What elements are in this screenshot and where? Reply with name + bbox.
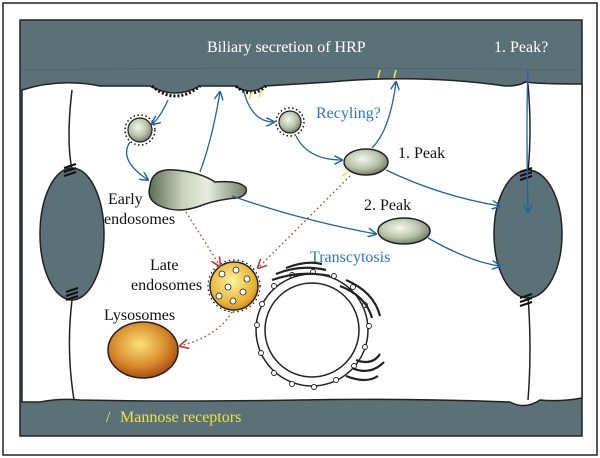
apical-receptor-marks bbox=[248, 69, 397, 100]
coated-vesicle-left-coat bbox=[124, 114, 156, 146]
arrow-early-to-peak2 bbox=[231, 195, 376, 234]
label-late-line1: Late bbox=[150, 257, 178, 274]
coated-vesicle-recycling-coat bbox=[275, 107, 305, 137]
late-endosome-intraluminal-vesicles bbox=[215, 266, 251, 305]
blue-arrows bbox=[125, 69, 528, 266]
label-early-line1: Early bbox=[108, 191, 143, 208]
late-endosome-coat bbox=[207, 259, 261, 313]
right-lateral-membrane bbox=[527, 83, 531, 401]
arrow-recycling-to-peak1 bbox=[295, 135, 342, 160]
er-ring-ribosomes bbox=[254, 269, 372, 390]
arrow-vesicle-to-early bbox=[125, 141, 148, 180]
canaliculus-membrane bbox=[21, 67, 583, 71]
peak2-vesicle bbox=[377, 217, 431, 245]
label-transcytosis: Transcytosis bbox=[310, 249, 390, 266]
coated-vesicle-left bbox=[127, 117, 153, 143]
label-peak-question: 1. Peak? bbox=[494, 39, 548, 56]
right-junction-top bbox=[519, 167, 533, 181]
red-arrow-receptor-marks bbox=[341, 171, 349, 177]
label-lysosomes: Lysosomes bbox=[104, 307, 175, 324]
label-recycling: Recyling? bbox=[316, 105, 381, 122]
arrow-late-to-lysosome bbox=[180, 311, 233, 346]
label-late-line2: endosomes bbox=[131, 277, 202, 294]
label-peak2: 2. Peak bbox=[364, 197, 411, 214]
arrow-early-to-late bbox=[185, 211, 220, 266]
arrow-peak1-to-late bbox=[258, 175, 351, 268]
arrow-pit-to-vesicle bbox=[152, 99, 169, 124]
left-nucleus bbox=[39, 167, 105, 301]
hepatocyte-cell bbox=[21, 78, 583, 407]
left-junction-top bbox=[63, 163, 77, 177]
arrow-pit-to-recycling bbox=[243, 91, 274, 122]
legend-text: Mannose receptors bbox=[120, 409, 241, 426]
early-endosome bbox=[148, 169, 248, 211]
coated-pit-left bbox=[151, 84, 201, 98]
er-ring-inner bbox=[264, 282, 360, 378]
peak1-vesicle bbox=[343, 148, 389, 176]
lysosome bbox=[107, 321, 179, 379]
left-junction-bottom bbox=[65, 287, 79, 301]
golgi-stack-right bbox=[339, 278, 385, 382]
coated-vesicle-recycling bbox=[278, 110, 302, 134]
arrow-peak2-to-right bbox=[427, 237, 500, 266]
label-early-line2: endosomes bbox=[104, 211, 175, 228]
label-peak1: 1. Peak bbox=[398, 145, 445, 162]
arrow-peak1-to-right bbox=[385, 169, 500, 206]
arrow-peak1-to-apical bbox=[371, 82, 396, 149]
red-dotted-arrows bbox=[180, 175, 351, 346]
golgi-stack-top bbox=[271, 261, 331, 282]
right-junction-bottom bbox=[519, 293, 533, 307]
arrow-peak-question-down bbox=[527, 69, 528, 212]
legend-mark: / bbox=[106, 409, 111, 426]
left-lateral-membrane bbox=[68, 89, 75, 401]
label-biliary-secretion: Biliary secretion of HRP bbox=[207, 39, 366, 56]
arrow-early-to-apical bbox=[199, 92, 220, 173]
